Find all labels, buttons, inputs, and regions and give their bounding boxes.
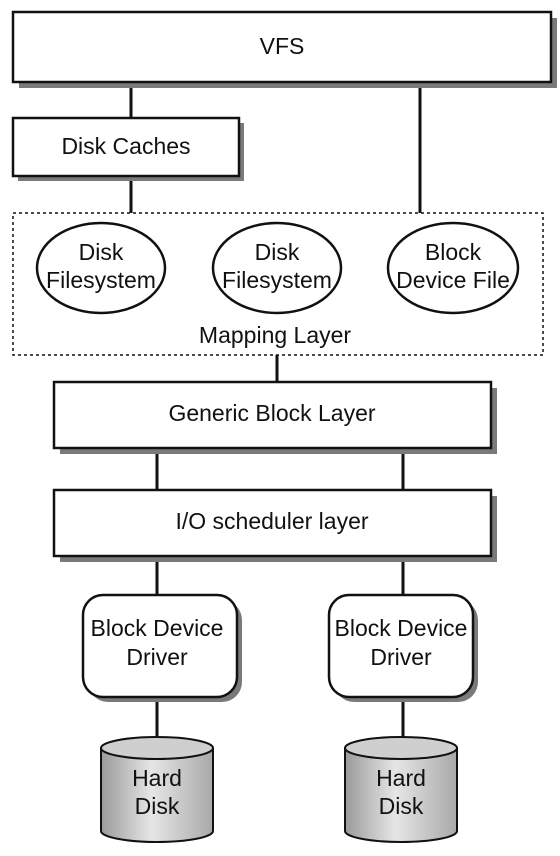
disk-filesystem-1: Disk Filesystem — [35, 221, 167, 315]
mapping-layer-region: Disk Filesystem Disk Filesystem Block De… — [12, 212, 544, 356]
block-device-driver-left: Block Device Driver — [81, 593, 242, 702]
io-scheduler-layer-label: I/O scheduler layer — [175, 508, 368, 534]
block-device-driver-right: Block Device Driver — [327, 593, 478, 702]
disk-caches-box: Disk Caches — [11, 116, 244, 181]
hard-disk-left: Hard Disk — [100, 736, 214, 843]
driver-left-line1: Block Device — [91, 615, 224, 641]
block-device-file: Block Device File — [386, 221, 520, 315]
driver-right-line1: Block Device — [335, 615, 468, 641]
io-scheduler-layer-box: I/O scheduler layer — [52, 488, 497, 562]
disk-filesystem-1-line1: Disk — [79, 239, 124, 265]
disk-filesystem-2-line1: Disk — [255, 239, 300, 265]
driver-left-line2: Driver — [126, 644, 188, 670]
hard-disk-right-line2: Disk — [379, 793, 424, 819]
vfs-label: VFS — [260, 33, 305, 59]
hard-disk-left-line2: Disk — [135, 793, 180, 819]
hard-disk-right-line1: Hard — [376, 765, 426, 791]
block-device-file-line2: Device File — [396, 267, 510, 293]
vfs-box: VFS — [11, 10, 557, 88]
disk-filesystem-2: Disk Filesystem — [211, 221, 343, 315]
hard-disk-left-line1: Hard — [132, 765, 182, 791]
disk-filesystem-2-line2: Filesystem — [222, 267, 332, 293]
driver-right-line2: Driver — [370, 644, 432, 670]
hard-disk-right: Hard Disk — [344, 736, 458, 843]
connectors — [129, 82, 422, 740]
generic-block-layer-label: Generic Block Layer — [168, 400, 375, 426]
block-device-file-line1: Block — [425, 239, 482, 265]
mapping-layer-label: Mapping Layer — [199, 322, 351, 348]
generic-block-layer-box: Generic Block Layer — [52, 380, 497, 454]
disk-filesystem-1-line2: Filesystem — [46, 267, 156, 293]
disk-caches-label: Disk Caches — [61, 133, 190, 159]
